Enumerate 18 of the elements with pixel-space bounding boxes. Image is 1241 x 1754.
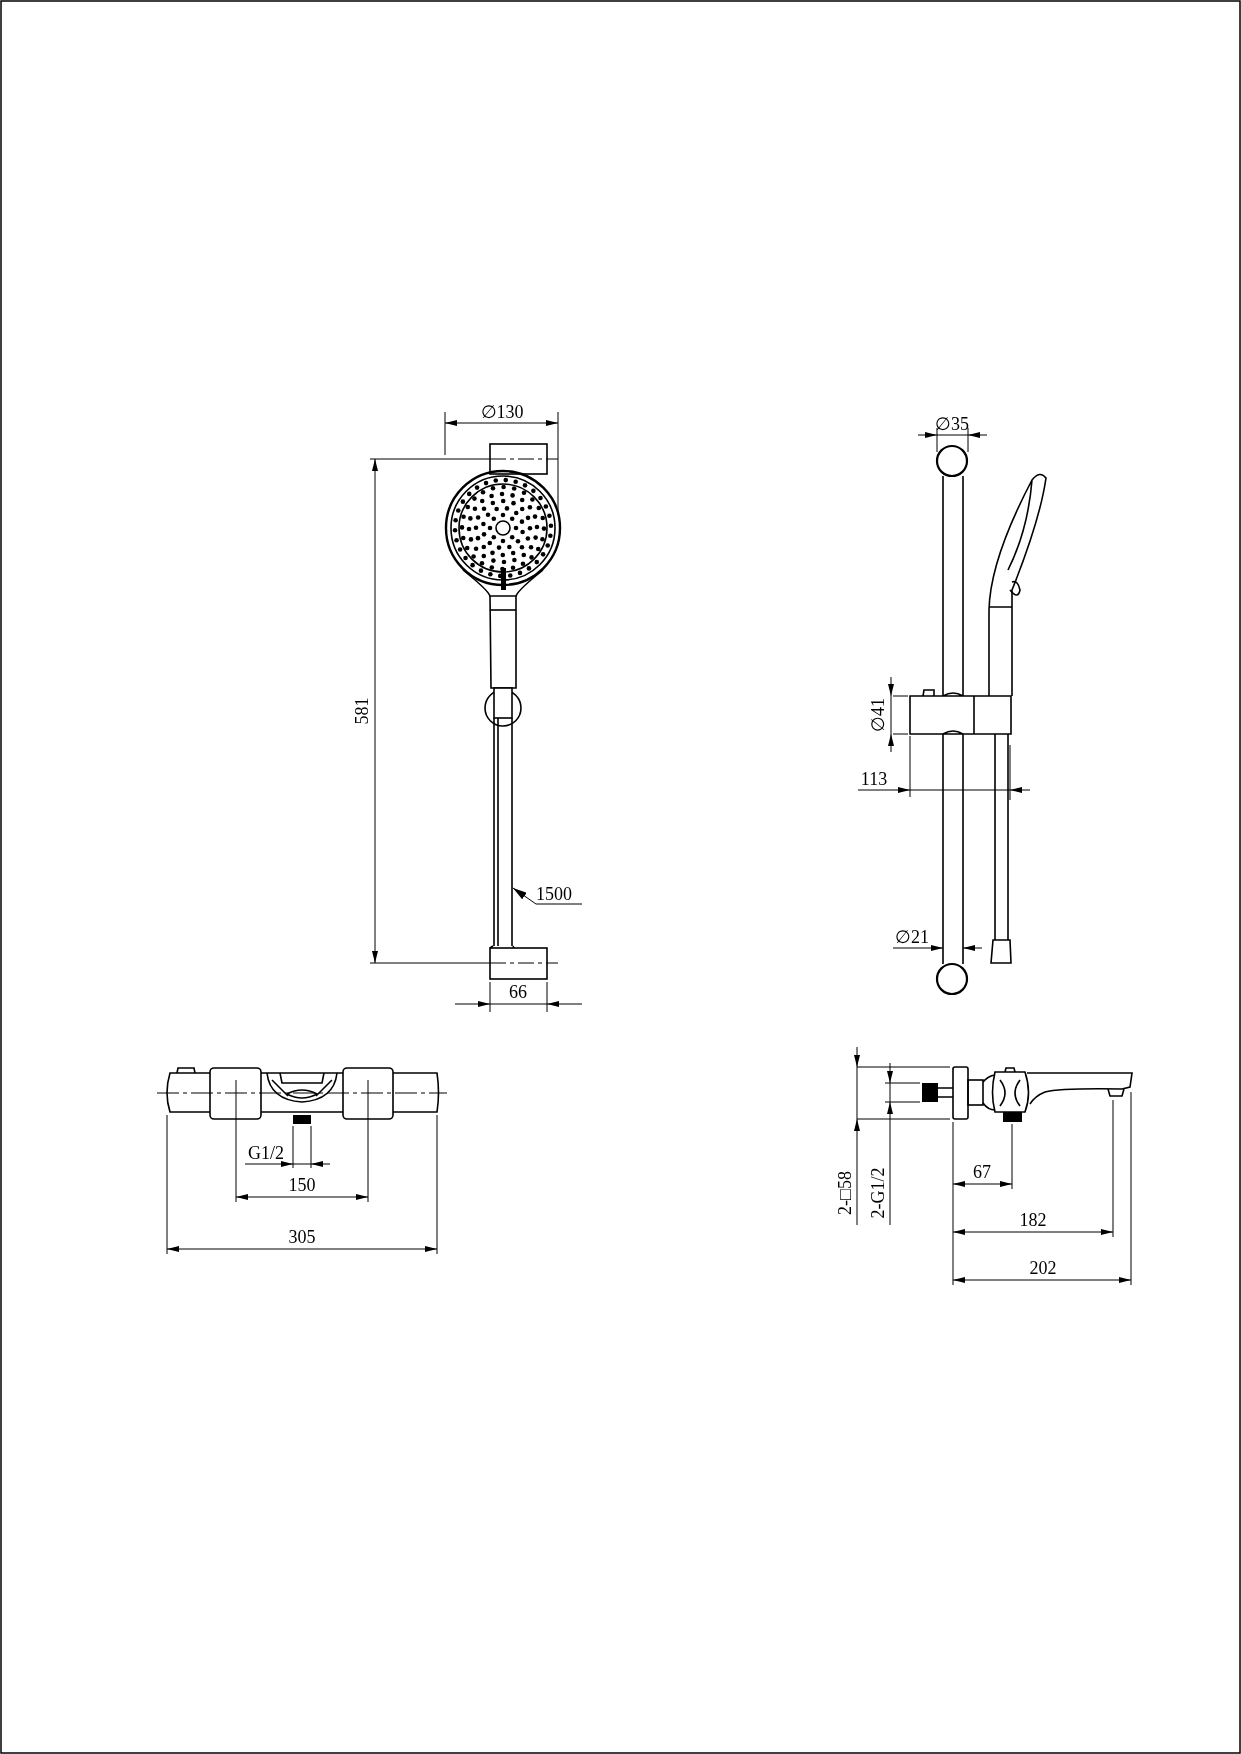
dimension-text: G1/2	[248, 1143, 284, 1163]
dimension-text: ∅41	[868, 698, 888, 732]
dimension-text: 581	[352, 697, 372, 725]
dimension-text: ∅130	[480, 402, 524, 422]
dimension-text: 2-G1/2	[868, 1167, 888, 1219]
dimension-text: ∅21	[895, 927, 929, 947]
dimension-text: 67	[973, 1162, 991, 1182]
dimension-text: 150	[288, 1175, 316, 1195]
dimension-text: 182	[1019, 1210, 1047, 1230]
dimension-text: 66	[509, 982, 527, 1002]
dimension-text: ∅35	[935, 414, 969, 434]
dimension-text: 2-□58	[835, 1171, 855, 1215]
dimension-text: 1500	[536, 884, 582, 904]
leader-line	[512, 887, 583, 905]
dimension-text: 305	[288, 1227, 316, 1247]
hose-drawing	[493, 718, 513, 946]
dimension-text: 202	[1029, 1258, 1057, 1278]
dimension-text: 113	[860, 769, 888, 789]
